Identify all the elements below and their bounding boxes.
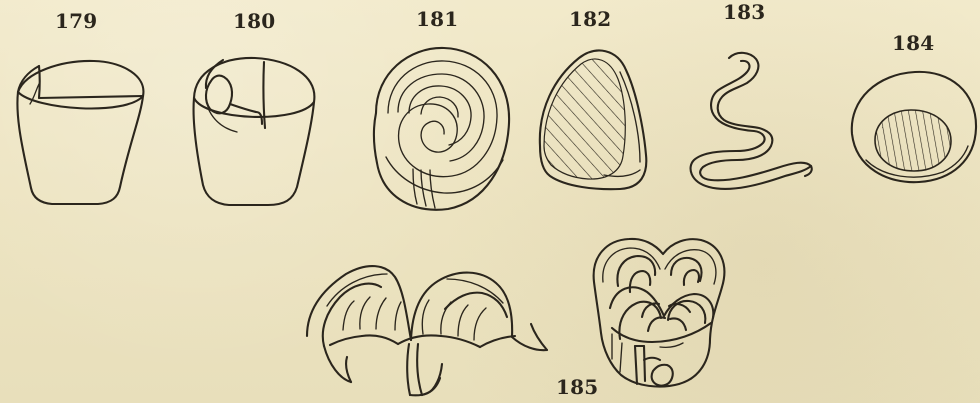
figure-182-drawing xyxy=(540,51,646,190)
figure-183-drawing xyxy=(691,53,812,189)
figure-180-drawing xyxy=(194,58,315,205)
figure-179-drawing xyxy=(17,61,143,204)
figure-185-right-drawing xyxy=(594,239,725,387)
figure-181-drawing xyxy=(374,48,509,210)
figure-185-left-drawing xyxy=(307,266,547,395)
figure-184-drawing xyxy=(852,72,976,182)
